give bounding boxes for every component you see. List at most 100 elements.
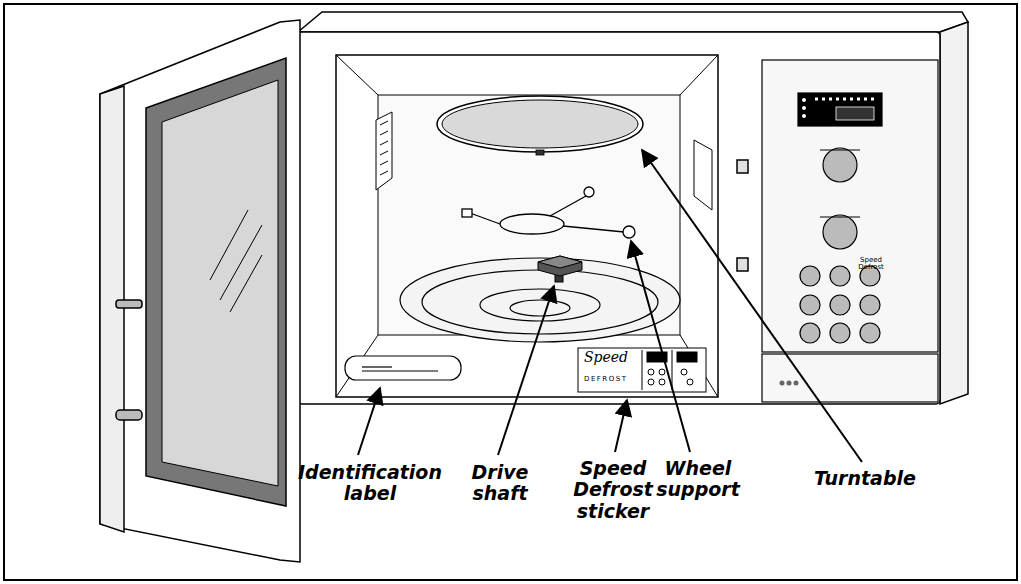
drive-shaft (538, 256, 582, 268)
vents (380, 131, 388, 135)
defrost-sticker (687, 379, 693, 385)
id-plate (345, 356, 461, 380)
defrost-sticker (681, 369, 687, 375)
vents (380, 161, 388, 165)
oven-body (737, 258, 748, 271)
open-door (146, 58, 286, 506)
button-caption: Speed Defrost (854, 257, 888, 272)
control-panel (798, 93, 882, 126)
defrost-sticker (578, 348, 706, 392)
oven-body (298, 12, 968, 404)
wheel-support (623, 226, 635, 238)
control-panel (800, 266, 880, 343)
turntable (437, 96, 643, 155)
frame (4, 4, 1017, 580)
cavity-floor (480, 289, 600, 321)
control-panel (762, 60, 938, 352)
control-panel (800, 323, 820, 343)
control-panel (800, 266, 820, 286)
control-panel (830, 323, 850, 343)
leader-arrows (631, 241, 690, 452)
wheel-support (462, 209, 472, 217)
oven-body (680, 55, 718, 95)
defrost-sticker (648, 379, 654, 385)
wheel-support (584, 187, 594, 197)
control-panel (762, 354, 938, 402)
drive-shaft (538, 256, 582, 282)
sticker-text: Speed (584, 350, 640, 366)
control-panel (860, 295, 880, 315)
oven-body (737, 160, 748, 173)
wheel-support (550, 196, 586, 216)
wheel-support (470, 213, 500, 224)
open-door (230, 255, 262, 312)
control-panel (780, 381, 785, 386)
control-panel (830, 295, 850, 315)
defrost-sticker (659, 379, 665, 385)
control-panel (802, 114, 806, 118)
wheel-support (563, 226, 624, 232)
part-label: Identification label (295, 462, 445, 505)
leader-arrows (358, 388, 380, 455)
control-panel (802, 98, 806, 102)
open-door (210, 210, 248, 280)
defrost-sticker (659, 369, 665, 375)
control-panel (762, 60, 938, 402)
oven-body (940, 22, 968, 404)
wheel-support (500, 214, 564, 234)
defrost-sticker (648, 369, 654, 375)
cavity-floor (422, 270, 658, 334)
control-panel (860, 323, 880, 343)
id-plate (345, 356, 461, 380)
vents (694, 140, 712, 210)
defrost-sticker (677, 352, 697, 362)
cavity-floor (510, 300, 570, 316)
defrost-sticker (578, 348, 706, 392)
drive-shaft (538, 256, 582, 276)
oven-body (298, 32, 940, 404)
control-panel (815, 98, 875, 101)
leader-arrows (615, 400, 627, 452)
control-panel (800, 295, 820, 315)
open-door (116, 410, 142, 420)
vents (380, 141, 388, 145)
vents (380, 151, 388, 155)
vents (380, 171, 388, 175)
open-door (162, 80, 278, 486)
oven-body (336, 55, 378, 95)
control-panel (820, 150, 860, 151)
control-panel (780, 381, 799, 386)
id-plate (362, 370, 438, 371)
control-panel (802, 106, 806, 110)
control-panel (787, 381, 792, 386)
control-panel (836, 107, 874, 120)
open-door (100, 20, 300, 562)
part-label: Speed Defrost sticker (568, 458, 658, 522)
control-panel (823, 215, 857, 249)
turntable (437, 96, 643, 152)
sticker-text: DEFROST (584, 376, 640, 384)
part-label: Wheel support (648, 458, 748, 501)
wheel-support (462, 187, 635, 238)
turntable (536, 150, 544, 155)
open-door (100, 86, 124, 532)
control-panel (823, 148, 857, 182)
vents (376, 112, 392, 190)
part-label: Drive shaft (455, 462, 545, 505)
part-label: Turntable (800, 468, 930, 489)
control-panel (794, 381, 799, 386)
vents (380, 121, 388, 125)
id-plate (362, 366, 392, 367)
oven-body (298, 12, 968, 32)
open-door (220, 225, 262, 300)
defrost-sticker (642, 350, 643, 390)
turntable (442, 100, 638, 148)
leader-arrows (358, 150, 862, 462)
leader-arrows (642, 150, 862, 462)
control-panel (820, 217, 860, 218)
control-panel (830, 266, 850, 286)
open-door (116, 300, 142, 308)
open-door (100, 20, 300, 562)
leader-arrows (498, 286, 554, 455)
